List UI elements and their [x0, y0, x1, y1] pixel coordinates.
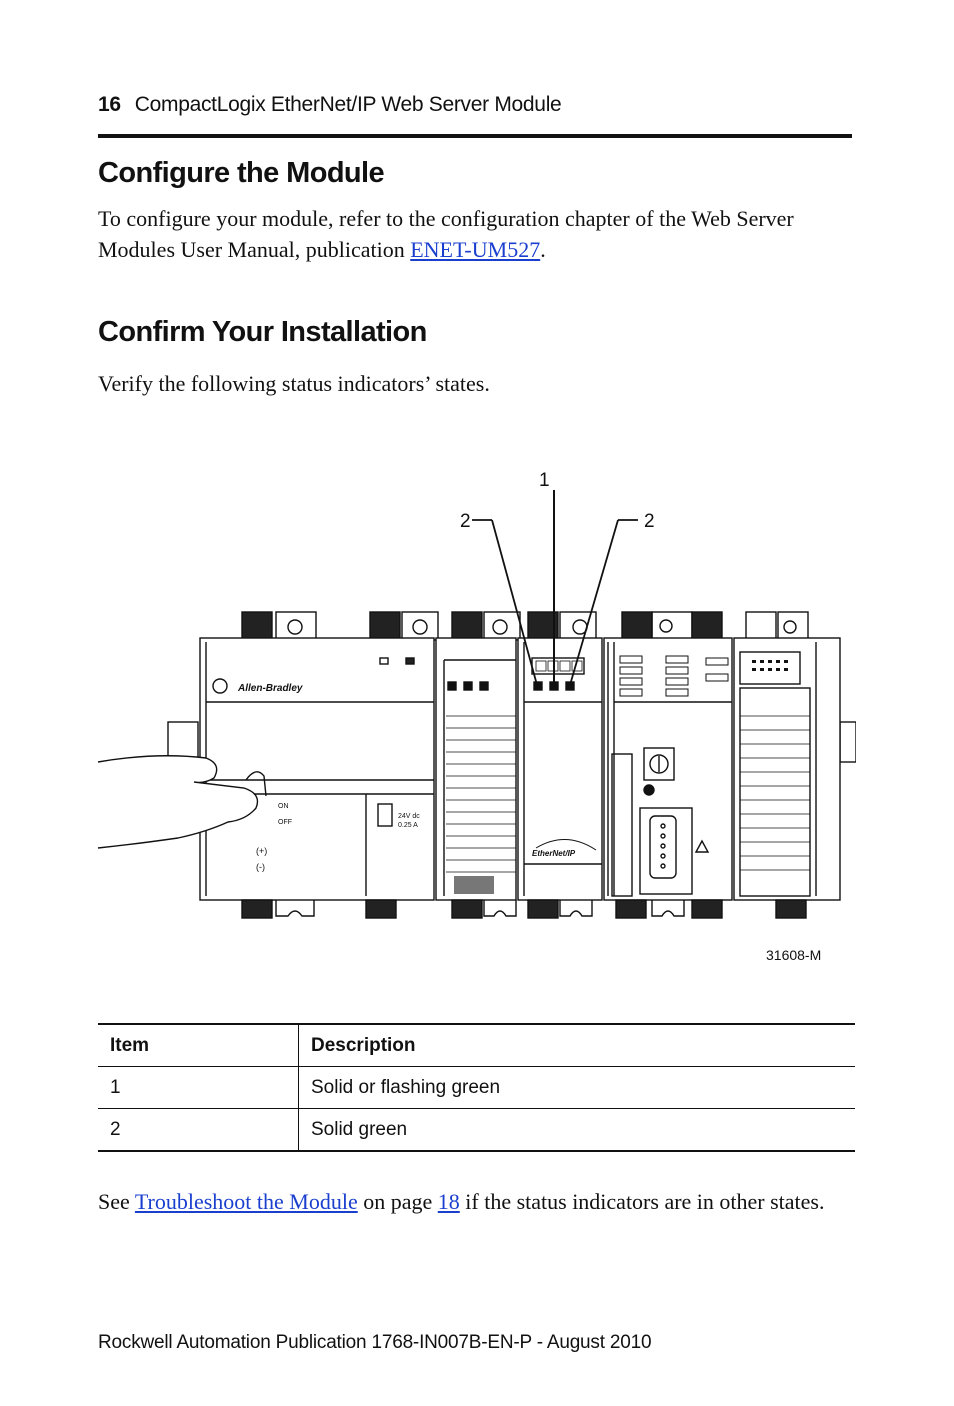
status-indicator-table: Item Description 1 Solid or flashing gre… — [98, 1023, 855, 1152]
publication-footer: Rockwell Automation Publication 1768-IN0… — [98, 1332, 652, 1353]
table-header-row: Item Description — [98, 1024, 855, 1067]
link-enet-um527[interactable]: ENET-UM527 — [410, 237, 541, 262]
compactlogix-figure: 1 2 2 Allen-Bradley EtherNet/IP ON OFF (… — [97, 470, 856, 963]
brand-label: Allen-Bradley — [237, 683, 303, 694]
link-troubleshoot-module[interactable]: Troubleshoot the Module — [134, 1189, 358, 1214]
running-header: 16 CompactLogix EtherNet/IP Web Server Mo… — [98, 93, 562, 117]
table-header-item: Item — [98, 1024, 299, 1067]
callout-1: 1 — [539, 470, 550, 491]
heading-confirm-installation: Confirm Your Installation — [98, 316, 427, 348]
heading-configure-module: Configure the Module — [98, 157, 385, 189]
figure-id: 31608-M — [766, 947, 821, 963]
header-title: CompactLogix EtherNet/IP Web Server Modu… — [134, 93, 562, 116]
table-row: 2 Solid green — [98, 1108, 855, 1151]
link-page-18[interactable]: 18 — [437, 1189, 460, 1214]
table-cell-description: Solid or flashing green — [311, 1076, 501, 1098]
on-label: ON — [278, 803, 289, 810]
table-cell-description: Solid green — [311, 1118, 408, 1140]
table-cell-item: 2 — [98, 1108, 299, 1151]
table-cell-item: 1 — [98, 1066, 299, 1109]
table-row: 1 Solid or flashing green — [98, 1066, 855, 1109]
troubleshoot-paragraph: See Troubleshoot the Module on page 18 i… — [98, 1189, 825, 1214]
configure-paragraph: To configure your module, refer to the c… — [98, 206, 794, 262]
table-header-description: Description — [311, 1034, 416, 1056]
header-rule — [98, 134, 852, 138]
off-label: OFF — [278, 819, 292, 826]
out-rating-current: 0.25 A — [398, 822, 418, 829]
callout-2-left: 2 — [460, 511, 471, 532]
ethernet-label: EtherNet/IP — [532, 849, 576, 858]
plus-label: (+) — [256, 846, 267, 856]
callout-2-right: 2 — [644, 511, 655, 532]
out-rating-voltage: 24V dc — [398, 813, 420, 820]
page-number: 16 — [98, 93, 121, 116]
confirm-intro: Verify the following status indicators’ … — [98, 371, 490, 396]
minus-label: (-) — [256, 862, 265, 872]
